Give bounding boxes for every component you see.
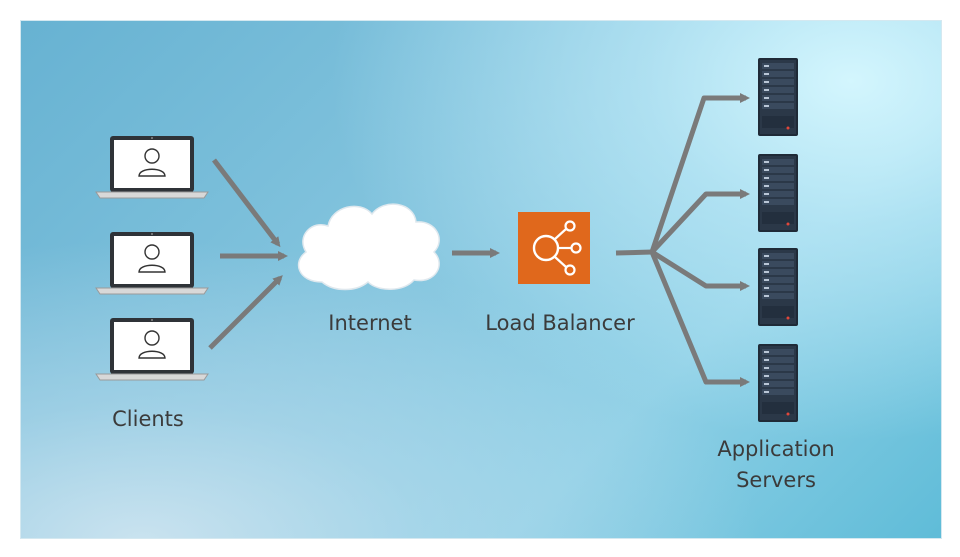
load-balancer-icon (518, 212, 590, 284)
edge-load-balancer-server-1 (649, 93, 750, 253)
server-rack-icon (758, 344, 798, 422)
server-rack-icon (758, 248, 798, 326)
server-rack-icon (758, 58, 798, 136)
clients-label: Clients (112, 407, 184, 431)
edge-load-balancer-server-2 (650, 189, 750, 254)
edge-load-balancer-server-3 (650, 249, 750, 291)
edge-client-1-internet (212, 158, 281, 248)
client-laptop-icon (95, 231, 209, 295)
internet-label: Internet (328, 311, 412, 335)
servers-label-line2: Servers (736, 468, 816, 492)
internet-cloud-icon (297, 203, 440, 291)
client-laptop-icon (95, 135, 209, 199)
edge-load-balancer-trunk (615, 249, 653, 256)
edge-client-3-internet (208, 275, 283, 350)
client-laptop-icon (95, 317, 209, 381)
edge-load-balancer-server-4 (649, 251, 750, 387)
load-balancer-label: Load Balancer (485, 311, 635, 335)
server-rack-icon (758, 154, 798, 232)
servers-label-line1: Application (717, 437, 835, 461)
